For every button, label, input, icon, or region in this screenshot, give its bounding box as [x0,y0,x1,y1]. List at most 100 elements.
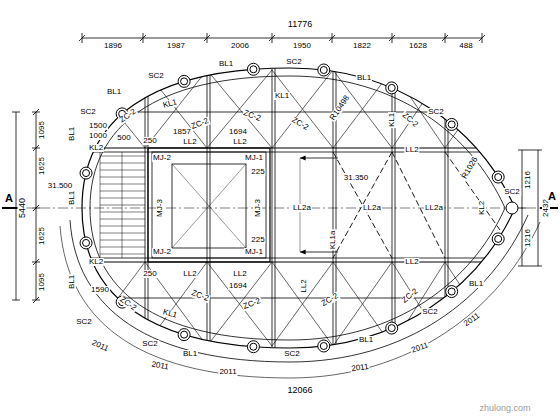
drawing-line [445,70,500,148]
drawing-line [33,259,39,265]
brace-tag: ZC-2 [400,111,420,130]
drawing-line [33,145,39,151]
member-tag: KL2 [478,200,486,216]
total-dimension: 5440 [18,197,27,219]
column-circle [80,237,92,249]
column-circle [388,84,395,91]
dimension: 500 [116,134,131,142]
drawing-line [392,70,445,148]
dimension: 2006 [230,42,250,50]
column-circle [446,286,458,298]
column-circle [250,343,257,350]
drawing-line [79,35,85,41]
level-mark: 31.500 [47,182,73,190]
drawing-line [100,170,145,171]
total-dimension: 11776 [287,20,313,29]
brace-tag: ZC-2 [189,289,210,303]
drawing-line [445,60,446,356]
drawing-line [445,262,500,346]
member-tag: BL1 [182,350,198,358]
beam-tag: KL2 [88,144,104,152]
brace-tag: ZC-2 [289,116,310,133]
dimension: 1095 [38,120,46,140]
beam-tag: LL2 [232,138,247,146]
column-circle [247,341,259,353]
drawing-line [100,212,145,213]
dimension: 250 [142,137,157,145]
drawing-line [100,152,101,258]
beam-tag: LL2 [182,270,197,278]
total-dimension: 12066 [286,386,313,395]
column-circle [247,63,259,75]
dimension: 1857 [172,128,192,136]
column-circle [388,325,395,332]
embed-tag: MJ-3 [254,198,262,218]
drawing-line [12,300,20,301]
column-circle [318,340,330,352]
dimension: 225 [250,168,265,176]
beam-tag: LL2 [404,258,419,266]
beam-tag: KL2 [88,258,104,266]
column-circle [178,329,190,341]
drawing-line [145,60,146,356]
member-tag: SC2 [421,308,439,316]
member-tag: BL1 [68,274,76,290]
dimension: 1216 [524,228,532,248]
dimension: 1625 [38,226,46,246]
dimension: 2011 [410,341,431,355]
beam-tag: KL1 [274,92,290,100]
column-circle [320,342,327,349]
dimension: 1694 [228,128,248,136]
section-mark: A [4,193,14,204]
embed-tag: MJ-2 [152,248,172,256]
drawing-line [392,60,393,356]
embed-tag: MJ-3 [156,198,164,218]
drawing-line [100,184,145,185]
column-circle [495,235,502,242]
drawing-line [333,262,392,346]
dimension: 1095 [38,272,46,292]
column-circle [181,78,188,85]
member-tag: SC2 [75,318,93,326]
column-circle [448,288,455,295]
dimension: 1694 [228,282,248,290]
column-circle [80,167,92,179]
drawing-line [272,60,273,356]
drawing-line [82,262,145,346]
dimension: 1822 [352,42,372,50]
drawing-line [395,60,396,356]
drawing-line [392,262,445,346]
embed-tag: MJ-1 [244,154,264,162]
column-circle [83,239,90,246]
drawing-line [333,60,334,356]
drawing-line [479,35,485,41]
drawing-line [389,35,395,41]
dimension: 1628 [408,42,428,50]
drawing-line [100,240,145,241]
drawing-line [207,262,272,346]
dimension: 1216 [524,170,532,190]
member-tag: BL1 [218,60,234,68]
column-circle [318,64,330,76]
drawing-line [445,262,500,346]
member-tag: SC2 [283,350,301,358]
dimension: 1950 [292,42,312,50]
column-circle [386,82,398,94]
member-tag: SC2 [503,188,521,196]
member-tag: SC2 [285,58,303,66]
column-circle [181,331,188,338]
drawing-line [33,109,39,115]
column-circle [492,171,504,183]
member-tag: SC2 [147,72,165,80]
member-tag: BL1 [468,280,484,288]
dimension: 2011 [350,363,370,374]
dimension: 225 [250,236,265,244]
beam-tag: LL2 [300,278,308,293]
dimension: 2011 [462,311,482,329]
drawing-line [448,60,449,356]
member-tag: BL1 [68,190,76,206]
drawing-line [100,177,145,178]
dimension: 250 [142,270,157,278]
